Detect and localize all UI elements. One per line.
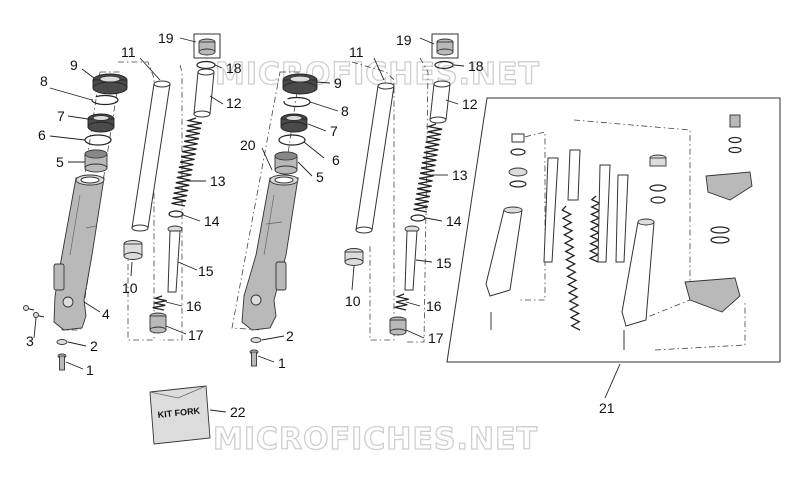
- callout-left-2: 2: [90, 338, 98, 354]
- right-top-oring: [434, 60, 454, 70]
- leader-lines: [33, 37, 621, 413]
- callout-left-8: 8: [40, 73, 48, 89]
- right-circlip: [283, 96, 311, 108]
- right-spring-seat: [410, 214, 426, 222]
- right-washer: [278, 134, 306, 146]
- callout-left-13: 13: [210, 173, 226, 189]
- callout-right-16: 16: [426, 298, 442, 314]
- callout-left-12: 12: [226, 95, 242, 111]
- kit-fork-label: KIT FORK: [157, 406, 201, 420]
- left-bolt-washer: [56, 339, 68, 345]
- right-spacer-tube: [429, 80, 451, 124]
- callout-left-16: 16: [186, 298, 202, 314]
- left-spring-seat: [168, 210, 184, 218]
- callout-left-3: 3: [26, 333, 34, 349]
- callout-right-13: 13: [452, 167, 468, 183]
- right-rebound-spring: [394, 293, 409, 311]
- callout-left-7: 7: [57, 108, 65, 124]
- left-fork-assembly: [23, 33, 221, 371]
- callout-right-17: 17: [428, 330, 444, 346]
- left-bottom-bolt: [57, 353, 67, 371]
- left-fork-slider: [53, 174, 105, 331]
- left-fork-spring: [171, 117, 203, 207]
- callout-21: 21: [599, 400, 615, 416]
- left-top-oring: [196, 60, 216, 70]
- right-damper-piston: [344, 248, 364, 266]
- left-assembly-line-3: [160, 64, 183, 341]
- callout-left-14: 14: [204, 213, 220, 229]
- callout-right-14: 14: [446, 213, 462, 229]
- left-damper-piston: [123, 240, 143, 260]
- callout-left-9: 9: [70, 57, 78, 73]
- callout-right-6: 6: [332, 152, 340, 168]
- complete-fork-box: [446, 97, 781, 363]
- callout-left-5: 5: [56, 154, 64, 170]
- callout-right-7: 7: [330, 123, 338, 139]
- callout-right-10: 10: [345, 293, 361, 309]
- right-fork-assembly: [231, 33, 459, 367]
- right-assembly-line-2: [351, 61, 395, 341]
- callout-left-4: 4: [102, 306, 110, 322]
- callout-left-18: 18: [226, 60, 242, 76]
- right-fork-slider: [241, 174, 299, 331]
- callout-right-8: 8: [341, 103, 349, 119]
- callout-left-15: 15: [198, 263, 214, 279]
- left-rebound-spring: [152, 295, 167, 311]
- callout-right-9: 9: [334, 75, 342, 91]
- callout-22: 22: [230, 404, 246, 420]
- right-bushing: [274, 151, 298, 175]
- callout-left-17: 17: [188, 327, 204, 343]
- watermark-top: MICROFICHES.NET: [215, 57, 540, 92]
- callout-right-1: 1: [278, 355, 286, 371]
- complete-fork-frame: [446, 97, 781, 363]
- right-top-cap: [431, 33, 459, 59]
- complete-fork-mini-drawing: [485, 114, 753, 351]
- left-washer: [84, 134, 112, 146]
- callout-20: 20: [240, 137, 256, 153]
- callout-right-5: 5: [316, 169, 324, 185]
- callout-right-12: 12: [462, 96, 478, 112]
- right-bottom-bolt: [249, 349, 259, 367]
- callout-left-11: 11: [121, 44, 136, 60]
- right-fork-spring: [413, 123, 443, 213]
- callout-right-2: 2: [286, 328, 294, 344]
- left-spacer-tube: [193, 68, 215, 118]
- left-bushing: [84, 149, 108, 173]
- left-assembly-line-2: [118, 61, 155, 341]
- left-fork-tube: [131, 80, 171, 232]
- left-top-cap: [193, 33, 221, 59]
- right-damper-cone: [389, 316, 407, 336]
- callout-left-19: 19: [158, 30, 174, 46]
- kit-fork-bag: KIT FORK: [149, 385, 211, 445]
- right-fork-tube: [355, 82, 395, 234]
- right-damper-rod: [404, 225, 420, 291]
- callout-left-10: 10: [122, 280, 138, 296]
- left-damper-cone: [149, 312, 167, 334]
- right-bolt-washer: [250, 337, 262, 343]
- callout-right-15: 15: [436, 255, 452, 271]
- callout-left-1: 1: [86, 362, 94, 378]
- callout-right-18: 18: [468, 58, 484, 74]
- callout-numbers: 9 8 7 6 5 4 3 2 1 10 11 12 13 14 15 16 1…: [26, 30, 615, 420]
- watermark-bottom: MICROFICHES.NET: [213, 422, 538, 457]
- callout-right-11: 11: [349, 44, 364, 60]
- callout-left-6: 6: [38, 127, 46, 143]
- left-bleed-screws: [23, 305, 45, 318]
- left-damper-rod: [167, 225, 183, 293]
- right-dust-seal: [282, 73, 318, 95]
- right-oil-seal: [280, 113, 308, 133]
- left-oil-seal: [87, 113, 115, 133]
- left-dust-seal: [92, 73, 128, 95]
- callout-right-19: 19: [396, 32, 412, 48]
